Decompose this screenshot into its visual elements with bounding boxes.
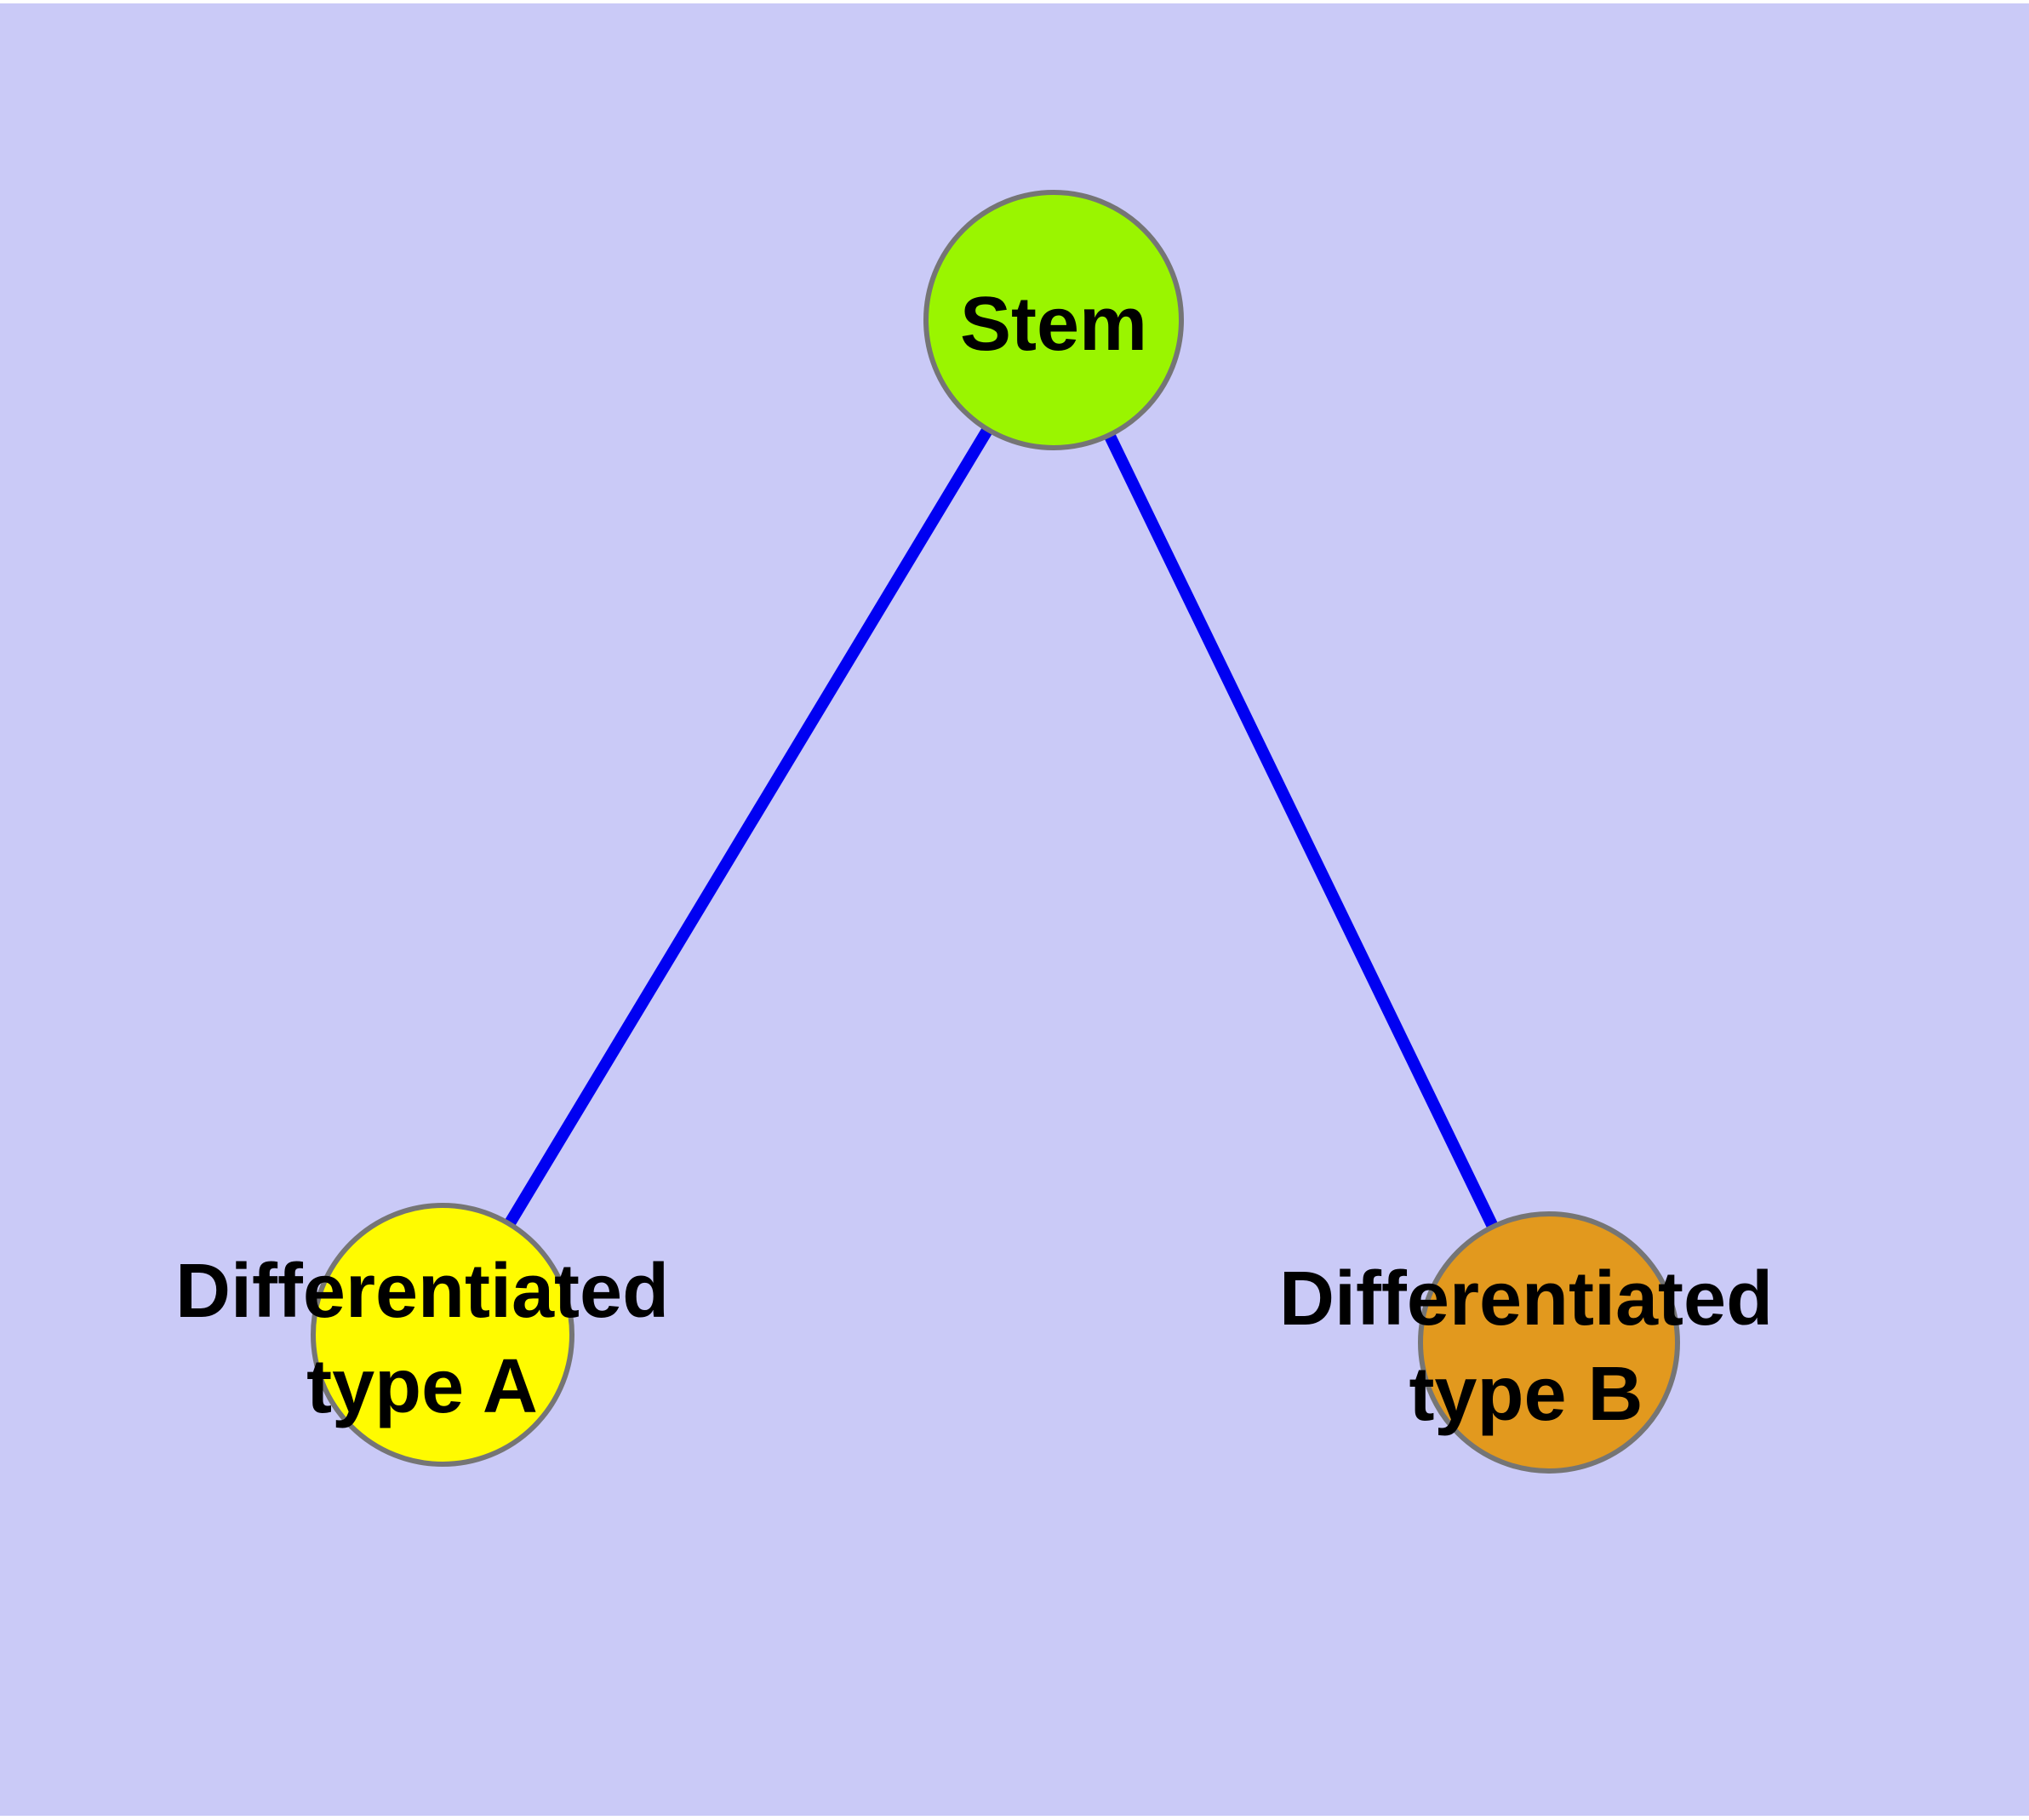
node-label-differentiated-type-a: Differentiated type A xyxy=(175,1244,669,1434)
node-label-differentiated-type-b-line2: type B xyxy=(1409,1352,1643,1437)
node-label-differentiated-type-b-line1: Differentiated xyxy=(1278,1256,1774,1342)
edge-stem-to-differentiated-type-a xyxy=(437,317,1059,1338)
edge-stem-to-differentiated-type-b xyxy=(1048,317,1555,1346)
node-label-differentiated-type-b: Differentiated type B xyxy=(1279,1251,1773,1442)
node-label-differentiated-type-a-line1: Differentiated xyxy=(174,1249,670,1334)
node-label-differentiated-type-a-line2: type A xyxy=(306,1344,538,1429)
node-label-stem-line1: Stem xyxy=(959,282,1148,367)
node-circle-differentiated-type-b xyxy=(1418,1211,1680,1474)
node-label-stem: Stem xyxy=(960,277,1147,372)
node-circle-differentiated-type-a xyxy=(311,1203,574,1467)
node-circle-stem xyxy=(923,190,1184,450)
graph-svg xyxy=(311,190,1680,1474)
diagram-canvas: Stem Differentiated type A Differentiate… xyxy=(0,3,2029,1816)
